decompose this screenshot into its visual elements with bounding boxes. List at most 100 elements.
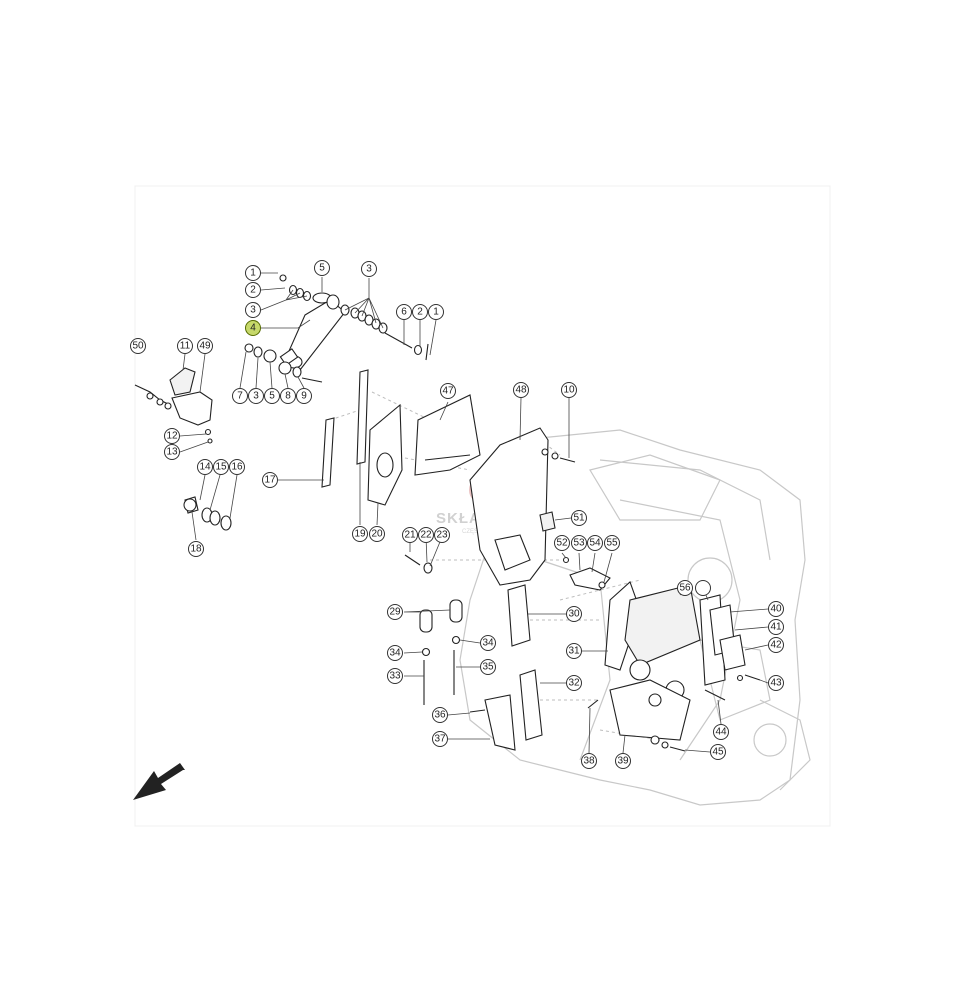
callout-43[interactable]: 43 (768, 675, 784, 691)
svg-text:36: 36 (434, 710, 446, 721)
svg-text:39: 39 (617, 756, 629, 767)
callout-40[interactable]: 40 (768, 601, 784, 617)
callout-18[interactable]: 18 (188, 541, 204, 557)
svg-text:34: 34 (482, 638, 494, 649)
callout-10[interactable]: 10 (561, 382, 577, 398)
svg-text:55: 55 (606, 538, 618, 549)
callout-23[interactable]: 23 (434, 527, 450, 543)
callout-11[interactable]: 11 (177, 338, 193, 354)
svg-text:7: 7 (237, 391, 243, 402)
callout-17[interactable]: 17 (262, 472, 278, 488)
svg-text:52: 52 (556, 538, 568, 549)
callout-54[interactable]: 55 (604, 535, 620, 551)
svg-text:18: 18 (190, 544, 202, 555)
svg-text:6: 6 (401, 307, 407, 318)
svg-text:47: 47 (442, 386, 454, 397)
block-50 (539, 511, 556, 532)
svg-text:37: 37 (434, 734, 446, 745)
callout-9[interactable]: 9 (296, 388, 312, 404)
callout-53[interactable]: 54 (587, 535, 603, 551)
callout-56[interactable] (695, 580, 711, 596)
callout-47[interactable]: 48 (513, 382, 529, 398)
callout-21[interactable]: 21 (402, 527, 418, 543)
callout-13[interactable]: 13 (164, 444, 180, 460)
callout-16[interactable]: 16 (229, 459, 245, 475)
callout-41[interactable]: 41 (768, 619, 784, 635)
callout-42[interactable]: 42 (768, 637, 784, 653)
bracket-37 (469, 694, 516, 751)
callout-6[interactable]: 6 (396, 304, 412, 320)
callout-5b[interactable]: 5 (264, 388, 280, 404)
callout-3a[interactable]: 3 (245, 302, 261, 318)
svg-text:23: 23 (436, 530, 448, 541)
callout-4[interactable]: 4 (245, 320, 261, 336)
svg-text:30: 30 (568, 609, 580, 620)
callout-36[interactable]: 36 (432, 707, 448, 723)
svg-text:9: 9 (301, 391, 307, 402)
svg-text:17: 17 (264, 475, 276, 486)
plate-20 (367, 403, 403, 506)
callout-29[interactable]: 29 (387, 604, 403, 620)
svg-text:53: 53 (573, 538, 585, 549)
svg-text:31: 31 (568, 646, 580, 657)
callout-3c[interactable]: 3 (248, 388, 264, 404)
svg-text:8: 8 (285, 391, 291, 402)
svg-text:1: 1 (433, 307, 439, 318)
svg-text:34: 34 (389, 648, 401, 659)
callout-31[interactable]: 31 (566, 643, 582, 659)
right-bracket-40 (709, 604, 761, 682)
callout-2b[interactable]: 2 (412, 304, 428, 320)
callout-1a[interactable]: 1 (245, 265, 261, 281)
callout-46[interactable]: 47 (440, 383, 456, 399)
svg-text:21: 21 (404, 530, 416, 541)
svg-text:5: 5 (269, 391, 275, 402)
svg-text:5: 5 (319, 263, 325, 274)
callout-38[interactable]: 38 (581, 753, 597, 769)
callout-15[interactable]: 15 (213, 459, 229, 475)
callout-32[interactable]: 32 (566, 675, 582, 691)
callout-14[interactable]: 14 (197, 459, 213, 475)
callout-30[interactable]: 30 (566, 606, 582, 622)
svg-text:16: 16 (231, 462, 243, 473)
callout-34a[interactable]: 34 (480, 635, 496, 651)
svg-text:44: 44 (715, 727, 727, 738)
callout-39[interactable]: 39 (615, 753, 631, 769)
svg-text:22: 22 (420, 530, 432, 541)
svg-text:33: 33 (389, 671, 401, 682)
bolt-10 (541, 448, 576, 463)
callout-48[interactable]: 49 (197, 338, 213, 354)
callout-8[interactable]: 8 (280, 388, 296, 404)
svg-text:11: 11 (180, 341, 191, 352)
callout-19[interactable]: 19 (352, 526, 368, 542)
strip-19 (356, 369, 369, 465)
callout-55[interactable]: 56 (677, 580, 693, 596)
svg-text:2: 2 (417, 307, 423, 318)
callout-33[interactable]: 33 (387, 668, 403, 684)
callout-5a[interactable]: 5 (314, 260, 330, 276)
callout-7[interactable]: 7 (232, 388, 248, 404)
callout-49[interactable]: 50 (130, 338, 146, 354)
svg-text:29: 29 (389, 607, 401, 618)
svg-text:3: 3 (250, 305, 256, 316)
svg-text:54: 54 (589, 538, 601, 549)
callout-51[interactable]: 52 (554, 535, 570, 551)
callout-3b[interactable]: 3 (361, 261, 377, 277)
callout-50[interactable]: 51 (571, 510, 587, 526)
bushings-bottom (244, 343, 323, 383)
callout-45[interactable]: 45 (710, 744, 726, 760)
callout-2a[interactable]: 2 (245, 282, 261, 298)
callout-20[interactable]: 20 (369, 526, 385, 542)
callout-35[interactable]: 35 (480, 659, 496, 675)
cover-plate-47 (469, 427, 549, 586)
callout-34b[interactable]: 34 (387, 645, 403, 661)
callout-12[interactable]: 12 (164, 428, 180, 444)
callout-22[interactable]: 22 (418, 527, 434, 543)
callout-52[interactable]: 53 (571, 535, 587, 551)
svg-text:3: 3 (366, 264, 372, 275)
callout-1b[interactable]: 1 (428, 304, 444, 320)
svg-text:3: 3 (253, 391, 259, 402)
svg-text:10: 10 (563, 385, 575, 396)
cover-46 (414, 394, 481, 476)
callout-44[interactable]: 44 (713, 724, 729, 740)
callout-37[interactable]: 37 (432, 731, 448, 747)
